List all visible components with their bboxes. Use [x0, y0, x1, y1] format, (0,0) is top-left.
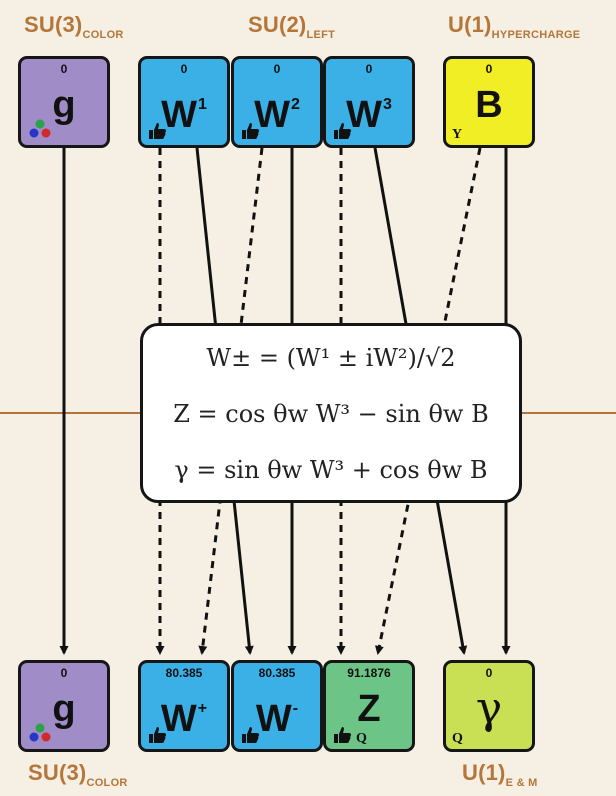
left-hand-icon	[149, 727, 166, 743]
particle-mass: 0	[485, 62, 493, 76]
charge-label: Q	[356, 731, 367, 746]
charge-label: Q	[452, 731, 463, 746]
particle-mass: 0	[180, 62, 188, 76]
particle-mass: 0	[273, 62, 281, 76]
particle-symbol: γ	[475, 683, 503, 734]
formula-photon: γ = sin θw W³ + cos θw B	[174, 456, 488, 484]
label-u1-em: U(1)E & M	[462, 760, 538, 789]
w2-to-wplus-dashed	[198, 147, 264, 655]
left-hand-icon	[242, 727, 259, 743]
w2-tile: 0 W2	[231, 56, 323, 148]
particle-symbol: g	[52, 688, 76, 730]
label-su2-left: SU(2)LEFT	[248, 12, 336, 41]
left-hand-icon	[334, 123, 351, 139]
gluon-tile-bottom: 0 g	[18, 660, 110, 752]
particle-symbol: Z	[357, 688, 381, 730]
w3-tile: 0 W3	[323, 56, 415, 148]
label-u1-hypercharge: U(1)HYPERCHARGE	[448, 12, 581, 41]
formula-w-pm: W± = (W¹ ± iW²)/√2	[206, 344, 456, 372]
particle-mass: 80.385	[165, 666, 203, 680]
formula-z: Z = cos θw W³ − sin θw B	[173, 400, 489, 428]
hypercharge-label: Y	[452, 127, 463, 142]
particle-mass: 0	[485, 666, 493, 680]
particle-mass: 0	[365, 62, 373, 76]
w-plus-tile: 80.385 W+	[138, 660, 230, 752]
particle-mass: 80.385	[258, 666, 296, 680]
gluon-tile-top: 0 g	[18, 56, 110, 148]
particle-symbol: W2	[254, 94, 300, 136]
mixing-formula-box: W± = (W¹ ± iW²)/√2 Z = cos θw W³ − sin θ…	[140, 323, 522, 503]
color-charge-dots-icon	[29, 723, 51, 742]
particle-mass: 91.1876	[347, 666, 391, 680]
particle-symbol: W-	[255, 698, 299, 740]
left-hand-icon	[242, 123, 259, 139]
particle-mass: 0	[60, 666, 68, 680]
label-su3-color-top: SU(3)COLOR	[24, 12, 124, 41]
particle-symbol: W1	[161, 94, 207, 136]
particle-symbol: g	[52, 84, 76, 126]
color-charge-dots-icon	[29, 119, 51, 138]
label-su3-color-bottom: SU(3)COLOR	[28, 760, 128, 789]
photon-tile: 0 γ Q	[443, 660, 535, 752]
particle-symbol: B	[475, 84, 503, 126]
b-tile: 0 B Y	[443, 56, 535, 148]
left-hand-icon	[149, 123, 166, 139]
left-hand-icon	[334, 727, 351, 743]
w-minus-tile: 80.385 W-	[231, 660, 323, 752]
particle-mass: 0	[60, 62, 68, 76]
w1-tile: 0 W1	[138, 56, 230, 148]
z-tile: 91.1876 Z Q	[323, 660, 415, 752]
particle-symbol: W3	[346, 94, 392, 136]
particle-symbol: W+	[160, 698, 208, 740]
b-to-z-dashed	[374, 147, 482, 655]
